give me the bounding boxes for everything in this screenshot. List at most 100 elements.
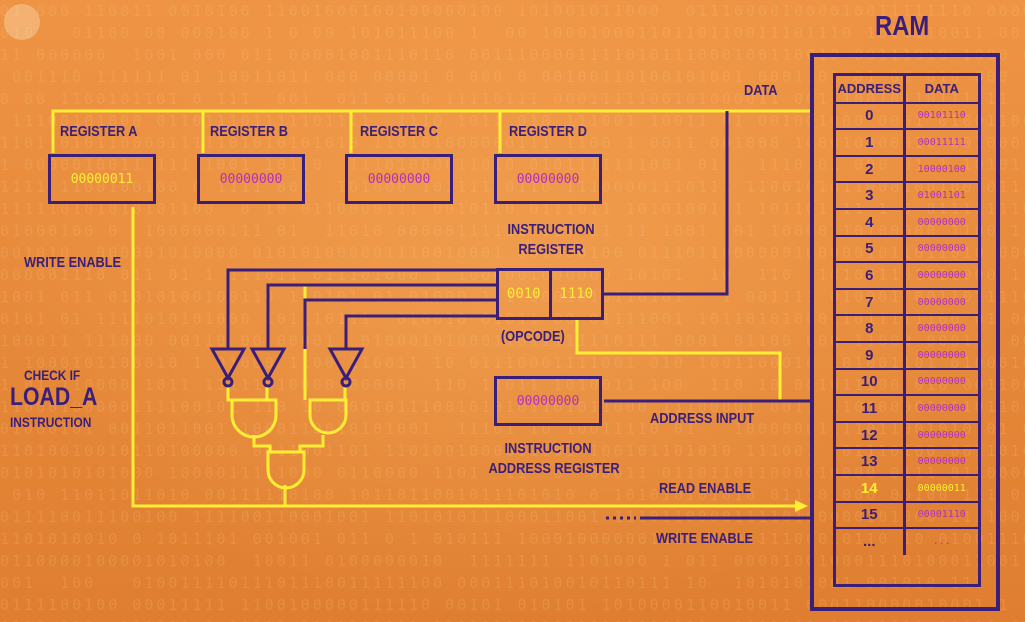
not-gates: [209, 347, 365, 388]
opcode-label: (OPCODE): [501, 328, 565, 345]
ram-data-cell: 00001110: [904, 501, 978, 530]
opcode-bit-2: [266, 283, 496, 349]
ram-data-cell: ...: [932, 536, 951, 548]
not2-to-and: [256, 385, 269, 402]
opcode-bit-4: [344, 314, 496, 349]
ram-address-cell: 4: [836, 208, 906, 237]
ram-address-cell: 3: [836, 182, 906, 210]
ram-data-cell: 00000000: [904, 288, 978, 317]
iar-label-1: INSTRUCTION: [504, 440, 592, 457]
and-gate-1: [230, 398, 278, 439]
ram-data-cell: 00000000: [904, 235, 978, 264]
ram-data-cell: 01001101: [904, 182, 978, 210]
ram-data-cell: 00000000: [904, 448, 978, 476]
ram-header-data: DATA: [904, 76, 978, 104]
ram-data-cell: 00000000: [904, 341, 978, 370]
ram-data-cell: 00000000: [904, 368, 978, 397]
ram-data-cell: 00101110: [904, 102, 978, 131]
logo-icon: [4, 4, 40, 40]
load-a-label: LOAD_A: [10, 383, 98, 411]
ram-data-cell: 00000000: [904, 315, 978, 343]
read-enable-arrow: [795, 500, 808, 512]
ram-address-cell: ...: [836, 528, 906, 555]
not-gate-2: [249, 347, 287, 382]
instruction-register-label-1: INSTRUCTION: [507, 221, 595, 238]
ram-data-cell: 00000000: [904, 395, 978, 423]
ram-address-cell: 11: [836, 395, 906, 423]
instruction-register: 0010 1110: [496, 268, 604, 320]
ram-outer-box: [810, 53, 1000, 611]
instruction-opcode: 0010: [506, 286, 541, 302]
ram-address-cell: 0: [836, 102, 906, 131]
data-label: DATA: [744, 82, 778, 99]
register-c-label: REGISTER C: [360, 123, 438, 140]
ram-address-cell: 6: [836, 262, 906, 290]
instruction-register-label-2: REGISTER: [518, 241, 584, 258]
ram-address-cell: 13: [836, 448, 906, 476]
not-gate-3: [327, 347, 365, 382]
ram-data-cell: 10000100: [904, 155, 978, 184]
and-gate-3: [266, 450, 306, 490]
data-bus-wire: [51, 109, 812, 153]
ram-row: ......: [836, 528, 978, 555]
ram-data-cell: 00000000: [904, 208, 978, 237]
register-a-value: 00000011: [48, 154, 156, 204]
ram-data-cell: 00000000: [904, 262, 978, 290]
write-enable-wire: [131, 207, 795, 508]
register-d-label: REGISTER D: [509, 123, 587, 140]
ram-address-cell: 7: [836, 288, 906, 317]
ram-header-address: ADDRESS: [836, 76, 906, 104]
instruction-address: 1110: [559, 286, 594, 302]
ram-data-cell: 00011111: [904, 129, 978, 157]
register-d-value: 00000000: [494, 154, 602, 204]
ram-data-to-ir: [604, 111, 729, 296]
ram-inner-box: [833, 73, 981, 587]
ram-address-cell: 10: [836, 368, 906, 397]
ram-address-cell: 14: [836, 474, 906, 503]
not-gate-1: [209, 347, 247, 382]
opcode-bit-1: [226, 268, 496, 349]
write-enable-right-label: WRITE ENABLE: [656, 530, 754, 547]
address-input-label: ADDRESS INPUT: [650, 410, 755, 427]
ram-address-cell: 9: [836, 341, 906, 370]
register-c-value: 00000000: [345, 154, 453, 204]
check-if-label: CHECK IF: [24, 367, 81, 383]
not3-to-and: [330, 385, 347, 402]
ram-address-cell: 2: [836, 155, 906, 184]
register-b-label: REGISTER B: [210, 123, 288, 140]
gate-connect-left: [252, 435, 272, 452]
ram-header-row: ADDRESS DATA: [836, 76, 978, 104]
and-gate-2: [308, 398, 348, 435]
gate-connect-right: [298, 435, 325, 452]
ram-data-cell: 00000000: [904, 421, 978, 450]
write-enable-left-label: WRITE ENABLE: [24, 254, 122, 271]
ram-address-cell: 15: [836, 501, 906, 530]
not1-to-and: [226, 385, 240, 402]
address-wire-to-ram: [575, 322, 812, 403]
ram-address-cell: 1: [836, 129, 906, 157]
ram-address-cell: 8: [836, 315, 906, 343]
read-enable-label: READ ENABLE: [659, 480, 752, 497]
logic-gates: [230, 398, 348, 490]
ram-data-cell: 00000011: [904, 474, 978, 503]
opcode-bit-3: [303, 298, 496, 349]
instruction-check-label: INSTRUCTION: [10, 414, 92, 430]
ram-address-cell: 12: [836, 421, 906, 450]
instruction-divider: [548, 271, 552, 317]
